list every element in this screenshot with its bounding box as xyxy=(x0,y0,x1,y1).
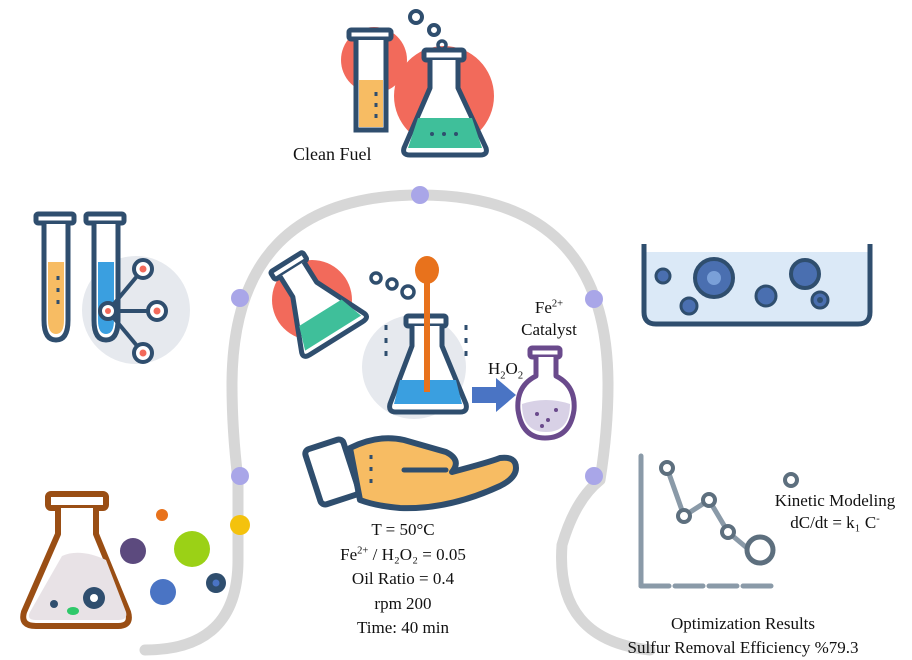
kinetic-modeling-label: Kinetic Modeling dC/dt = k₁ C- xyxy=(758,490,912,534)
arrow-icon xyxy=(472,378,516,412)
condition-oil: Oil Ratio = 0.4 xyxy=(351,569,455,588)
beaker-bubbles-icon xyxy=(641,244,873,327)
kinetic-eq-sup: - xyxy=(876,513,880,525)
h2o2-sub-a: 2 xyxy=(500,370,506,382)
node-top xyxy=(411,186,429,204)
clean-fuel-icon-group xyxy=(341,9,494,158)
brown-flask-icon xyxy=(20,491,250,629)
kinetic-title: Kinetic Modeling xyxy=(774,491,896,510)
catalyst-word: Catalyst xyxy=(521,320,577,339)
bubbles-icon xyxy=(408,9,448,51)
ratio-rest: / H₂O₂ = 0.05 xyxy=(368,544,466,564)
fe-symbol: Fe xyxy=(534,298,552,317)
h2o2-sub-b: 2 xyxy=(517,370,524,382)
condition-time: Time: 40 min xyxy=(357,618,449,637)
kinetic-equation: dC/dt = k₁ C- xyxy=(758,512,912,534)
line-chart-icon xyxy=(638,453,799,589)
reaction-flask-icon xyxy=(268,250,416,359)
clean-fuel-label: Clean Fuel xyxy=(293,144,372,164)
condition-temp: T = 50°C xyxy=(371,520,435,539)
flask-icon xyxy=(401,47,489,158)
optimization-results-label: Optimization Results Sulfur Removal Effi… xyxy=(596,612,890,660)
node-lower-left xyxy=(231,467,249,485)
test-tube-icon xyxy=(346,27,394,133)
round-flask-icon xyxy=(515,345,577,441)
condition-ratio: Fe2+ / H₂O₂ = 0.05 xyxy=(318,543,488,568)
node-upper-left xyxy=(231,289,249,307)
sulfur-removal-value: Sulfur Removal Efficiency %79.3 xyxy=(627,638,859,657)
ratio-fe: Fe xyxy=(340,544,358,564)
loop-nodes xyxy=(231,186,603,485)
h2o2-o: O xyxy=(505,359,518,378)
hand-icon xyxy=(302,435,519,512)
ratio-fe-charge: 2+ xyxy=(357,544,369,556)
conditions-block: T = 50°C Fe2+ / H₂O₂ = 0.05 Oil Ratio = … xyxy=(318,518,488,641)
h2o2-h: H xyxy=(488,359,501,378)
node-upper-right xyxy=(585,290,603,308)
optimization-title: Optimization Results xyxy=(670,614,816,633)
node-lower-right xyxy=(585,467,603,485)
fe-charge: 2+ xyxy=(551,298,564,310)
test-tubes-network-icon xyxy=(33,211,190,364)
kinetic-eq: dC/dt = k₁ C xyxy=(790,513,877,532)
pipette-icon xyxy=(362,256,469,419)
fe-catalyst-label: Fe2+ Catalyst xyxy=(512,297,586,341)
h2o2-label: H2O2 xyxy=(488,359,523,381)
condition-rpm: rpm 200 xyxy=(374,593,432,613)
